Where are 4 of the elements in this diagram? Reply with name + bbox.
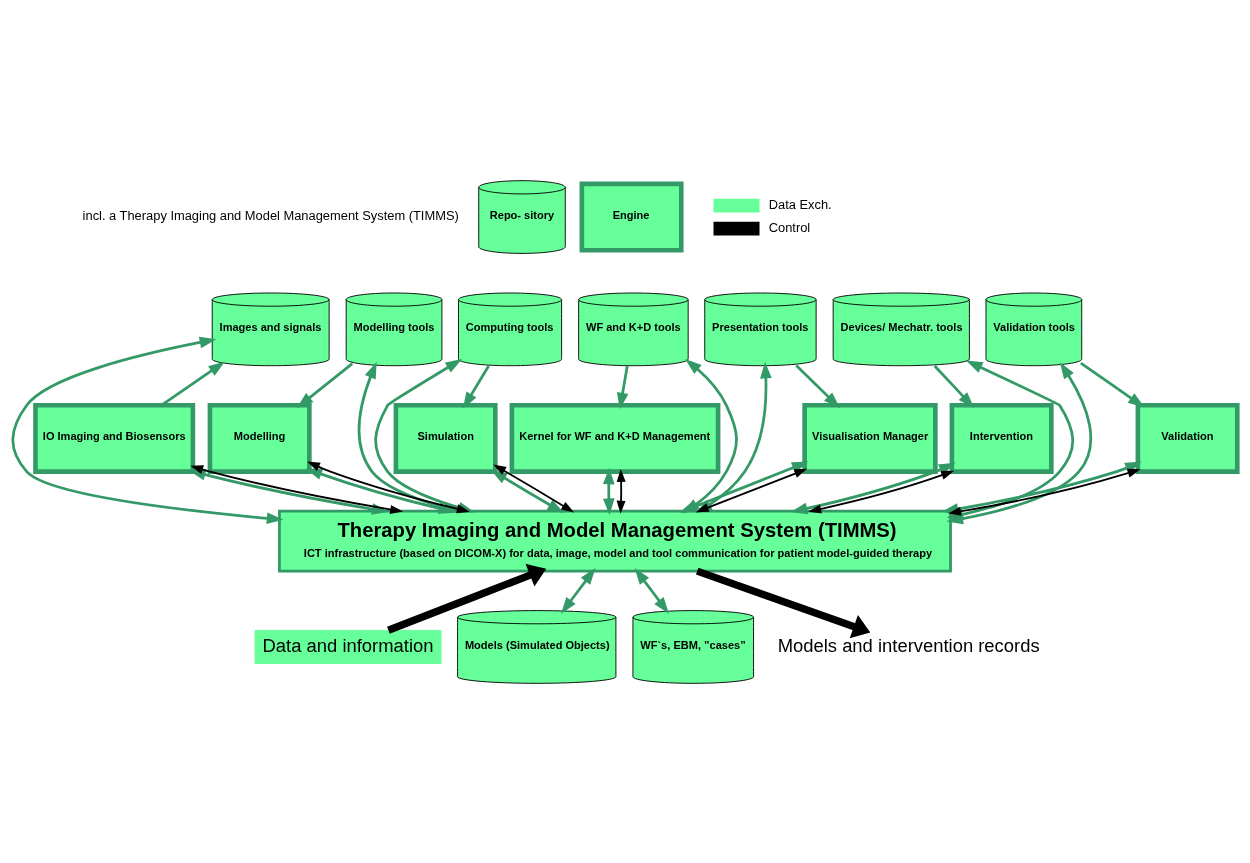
node-text: Models and intervention records xyxy=(777,634,1040,656)
label: incl. a Therapy Imaging and Model Management System (TIMMS) xyxy=(82,207,459,223)
legend-label: Data Exch. xyxy=(768,196,832,212)
legend-label: Control xyxy=(768,219,811,235)
